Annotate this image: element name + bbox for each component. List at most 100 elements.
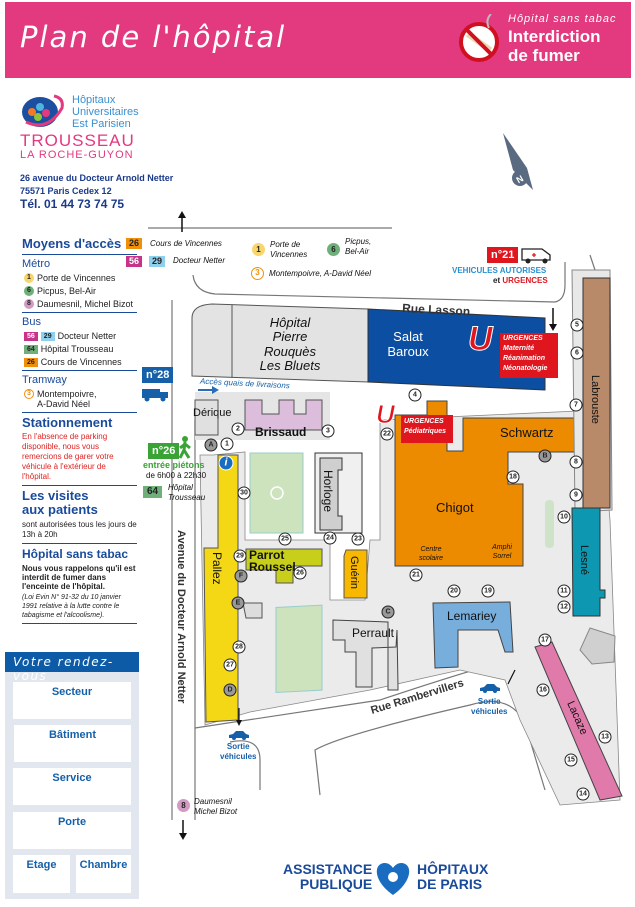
tram-3-label: Montempoivre, A-David Néel — [269, 269, 371, 278]
urgences-line: Pédiatriques — [404, 428, 447, 435]
car-icon — [229, 731, 249, 740]
door-marker[interactable]: 23 — [351, 532, 365, 546]
tram-label: A-David Néel — [37, 399, 91, 409]
label-salat: Salat — [393, 329, 423, 344]
street-netter: Avenue du Docteur Arnold Netter — [175, 530, 187, 704]
metro-label: Daumesnil, Michel Bizot — [37, 299, 134, 309]
door-marker[interactable]: 21 — [409, 568, 423, 582]
bus-badge: 26 — [24, 357, 38, 367]
logo-line2: Universitaires — [72, 106, 139, 118]
door-marker[interactable]: 12 — [557, 600, 571, 614]
building-perrault — [332, 619, 399, 691]
metro-6-label: Picpus,Bel-Air — [345, 237, 371, 257]
field-etage[interactable]: Etage — [13, 855, 70, 893]
field-secteur[interactable]: Secteur — [13, 682, 131, 719]
door-marker[interactable]: A — [204, 438, 218, 452]
door-marker[interactable]: 7 — [569, 398, 583, 412]
door-marker[interactable]: 19 — [481, 584, 495, 598]
door-marker[interactable]: 28 — [232, 640, 246, 654]
door-marker[interactable]: 14 — [576, 787, 590, 801]
field-chambre[interactable]: Chambre — [76, 855, 131, 893]
door-marker[interactable]: 11 — [557, 584, 571, 598]
tram-title: Tramway — [22, 374, 67, 386]
address-phone: Tél. 01 44 73 74 75 — [20, 197, 125, 211]
tram-badge: 3 — [24, 389, 34, 399]
arrow-down-icon — [236, 720, 242, 726]
door-marker[interactable]: 22 — [380, 427, 394, 441]
metro-1-badge: 1 — [252, 243, 265, 256]
door-marker[interactable]: 27 — [223, 658, 237, 672]
door-marker[interactable]: F — [234, 569, 248, 583]
urgences-u-icon: U — [376, 399, 396, 429]
field-service[interactable]: Service — [13, 768, 131, 805]
door-marker[interactable]: 6 — [570, 346, 584, 360]
field-batiment[interactable]: Bâtiment — [14, 725, 131, 762]
door-marker[interactable]: 24 — [323, 531, 337, 545]
unnamed-building — [579, 627, 616, 665]
building-derique — [194, 399, 219, 436]
door-marker[interactable]: 17 — [538, 633, 552, 647]
door-marker[interactable]: 10 — [557, 510, 571, 524]
metro-label: Picpus, Bel-Air — [37, 286, 97, 296]
door-marker[interactable]: 29 — [233, 549, 247, 563]
entrance-28-badge: n°28 — [142, 367, 174, 383]
metro-1-label-line: Porte de — [270, 240, 301, 249]
info-icon[interactable]: i — [218, 455, 234, 471]
building-lesne — [571, 507, 606, 617]
door-marker[interactable]: 30 — [237, 486, 251, 500]
entrance-26-badge: n°26 — [148, 443, 180, 459]
arrow-icon — [507, 669, 516, 685]
door-marker[interactable]: 13 — [598, 730, 612, 744]
door-marker[interactable]: C — [381, 605, 395, 619]
door-marker[interactable]: E — [231, 596, 245, 610]
bus-29-badge: 29 — [149, 256, 166, 267]
bus-badge: 29 — [40, 331, 55, 341]
metro-8-badge: 8 — [177, 799, 190, 812]
door-marker[interactable]: 15 — [564, 753, 578, 767]
door-marker[interactable]: B — [538, 449, 552, 463]
label-lesne: Lesné — [578, 545, 590, 575]
door-marker[interactable]: 9 — [569, 488, 583, 502]
metro-label: Porte de Vincennes — [37, 273, 116, 283]
door-marker[interactable]: 18 — [506, 470, 520, 484]
parking-text: En l'absence de parking disponible, nous… — [22, 432, 114, 481]
tabac-text: Nous vous rappelons qu'il est interdit d… — [22, 564, 136, 591]
urgences-line: Néonatologie — [503, 365, 548, 372]
aphp-text: PUBLIQUE — [299, 876, 373, 892]
hospital-name: TROUSSEAU — [20, 131, 135, 150]
address-block: 26 avenue du Docteur Arnold Netter 75571… — [20, 172, 173, 211]
logo-line3: Est Parisien — [72, 118, 131, 130]
green-field-2 — [275, 604, 323, 694]
door-marker[interactable]: 16 — [536, 683, 550, 697]
field-porte[interactable]: Porte — [13, 812, 131, 849]
door-marker[interactable]: 5 — [570, 318, 584, 332]
door-marker[interactable]: 26 — [293, 566, 307, 580]
pedestrian-icon — [178, 436, 191, 459]
door-marker[interactable]: 20 — [447, 584, 461, 598]
metro-badge: 1 — [24, 273, 34, 283]
label-rouques: Les Bluets — [260, 358, 321, 373]
door-marker[interactable]: 25 — [278, 532, 292, 546]
bus-title: Bus — [22, 316, 41, 328]
door-marker[interactable]: 3 — [321, 424, 335, 438]
door-marker[interactable]: D — [223, 683, 237, 697]
urgences-title: URGENCES — [503, 335, 543, 342]
bus-label: Hôpital Trousseau — [40, 344, 114, 354]
door-marker[interactable]: 1 — [220, 437, 234, 451]
no-smoking-tagline: Hôpital sans tabac — [508, 13, 617, 25]
rendezvous-title: Votre rendez-vous — [5, 652, 139, 683]
building-labrouste — [582, 277, 611, 509]
arrow-down-icon — [549, 324, 557, 331]
door-marker[interactable]: 4 — [408, 388, 422, 402]
exit-line: Sortie — [477, 697, 501, 706]
tabac-law: (Loi Evin N° 91-32 du 10 janvier 1991 re… — [22, 594, 121, 619]
door-marker[interactable]: 8 — [569, 455, 583, 469]
visits-title: Les visites — [22, 488, 89, 503]
door-marker[interactable]: 2 — [231, 422, 245, 436]
